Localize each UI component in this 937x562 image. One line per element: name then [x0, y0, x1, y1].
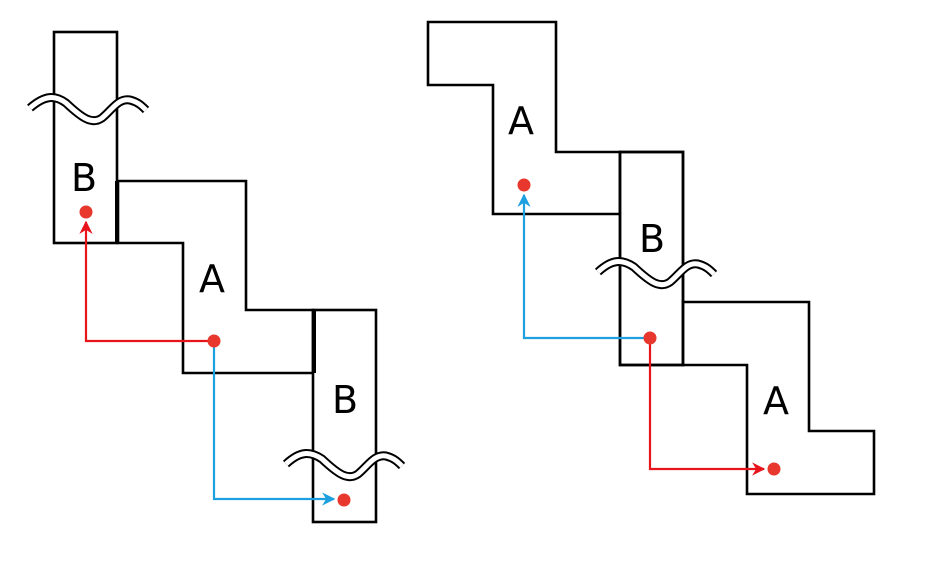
left-red-arrow [79, 220, 214, 343]
right-blue-arrow [517, 193, 650, 340]
left-bottom-b-label: B [332, 378, 358, 422]
left-middle-a-dot [207, 334, 221, 348]
right-middle-b-label: B [639, 217, 665, 261]
right-bottom-a-dot [767, 462, 781, 476]
right-diagram: A B A [426, 20, 876, 496]
right-red-arrow [648, 338, 766, 476]
left-bottom-b-dot [337, 493, 351, 507]
left-blue-arrow [212, 341, 336, 506]
left-bottom-break-wave [282, 449, 406, 482]
left-middle-a-label: A [199, 257, 225, 301]
left-top-break-wave [27, 93, 150, 126]
right-middle-break-wave [594, 257, 718, 290]
right-bottom-a-block [681, 300, 876, 496]
left-bottom-b-block [311, 308, 378, 524]
right-top-a-label: A [508, 99, 534, 143]
left-diagram: B A B [27, 30, 406, 524]
right-middle-b-dot [643, 331, 657, 345]
right-bottom-a-label: A [763, 379, 789, 423]
left-top-b-dot [79, 205, 93, 219]
left-top-b-label: B [71, 156, 97, 200]
right-top-a-dot [517, 178, 531, 192]
